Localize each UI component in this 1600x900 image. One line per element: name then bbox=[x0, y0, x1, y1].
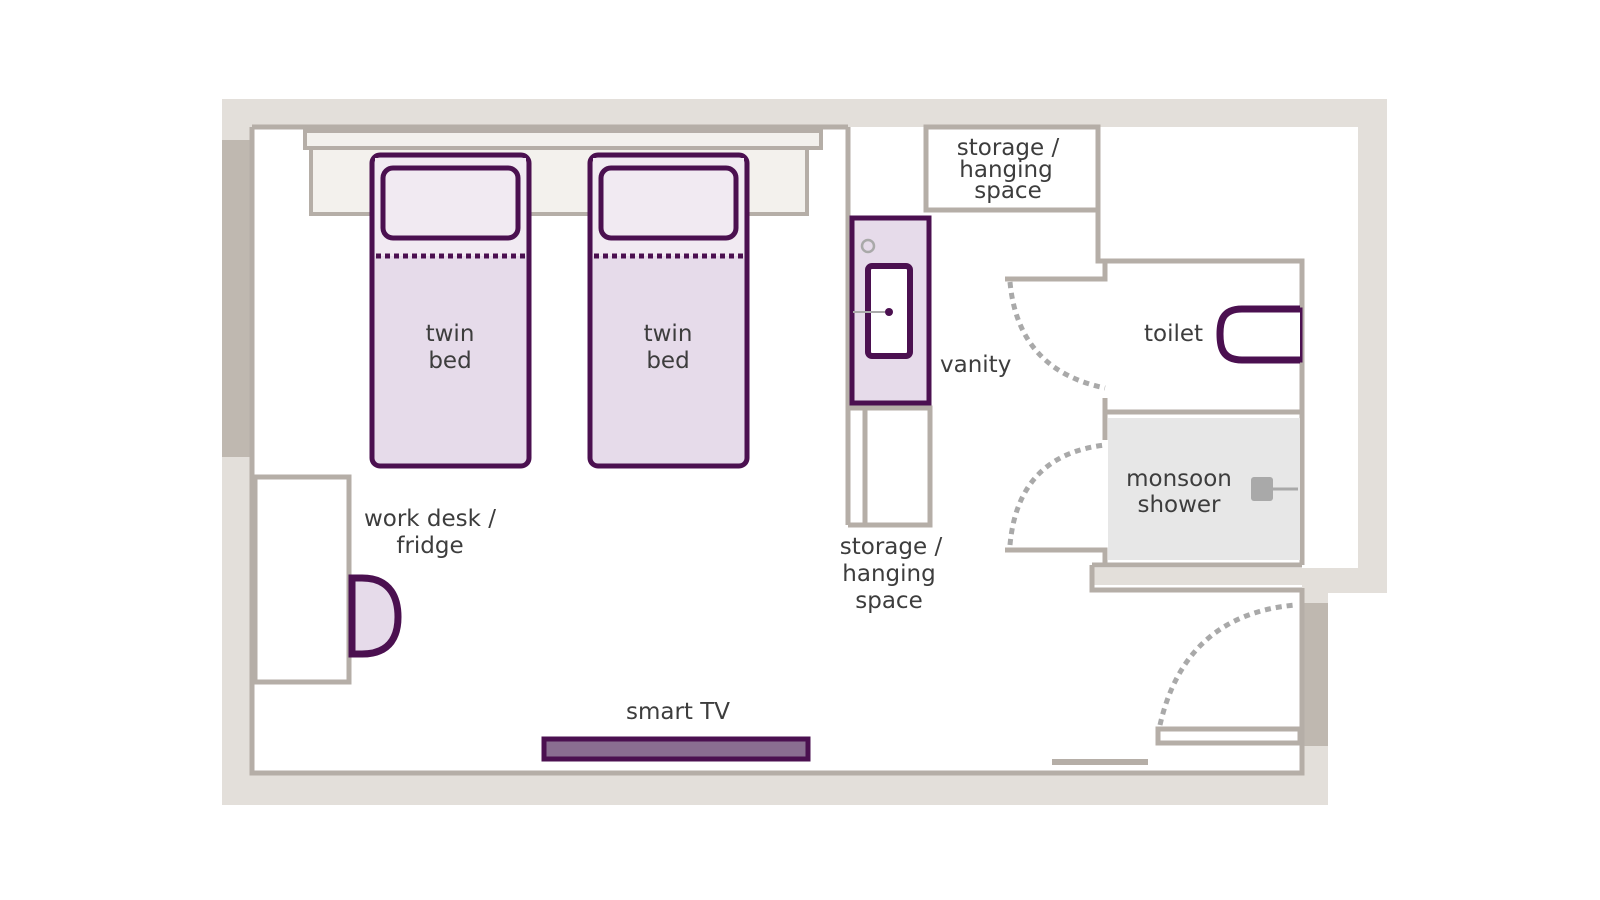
bathroom-door-top-swing bbox=[1007, 281, 1106, 391]
twin-bed-label-2b: bed bbox=[646, 348, 689, 374]
storage-center-label-3: space bbox=[855, 588, 922, 614]
vanity-unit bbox=[849, 215, 932, 406]
shower-area bbox=[1108, 418, 1300, 560]
storage-top-label-2: hanging bbox=[959, 157, 1052, 183]
bathroom-lower-wall bbox=[1089, 562, 1302, 593]
window-left bbox=[222, 140, 252, 457]
bed-2-pillow bbox=[598, 165, 739, 241]
desk-surface bbox=[252, 474, 352, 685]
bathroom-door-bottom-swing bbox=[1007, 442, 1106, 546]
desk-chair-icon bbox=[348, 574, 402, 658]
toilet-bowl bbox=[1216, 305, 1300, 364]
twin-bed-label-1b: bed bbox=[428, 348, 471, 374]
entry-door-swing bbox=[1157, 602, 1296, 726]
window-right bbox=[1302, 603, 1328, 746]
storage-center-label-1: storage / bbox=[840, 534, 943, 560]
storage-center-label-2: hanging bbox=[842, 561, 935, 587]
outer-walls bbox=[222, 99, 1387, 805]
toilet-label: toilet bbox=[1144, 321, 1203, 347]
wardrobe-center-outline bbox=[848, 405, 933, 528]
desk-label-line-2: fridge bbox=[396, 533, 463, 559]
storage-top-label-1: storage / bbox=[957, 135, 1060, 161]
bathroom-door-jamb-bottom bbox=[1005, 547, 1108, 563]
twin-bed-icon bbox=[587, 152, 750, 469]
shower-head-icon bbox=[1251, 477, 1273, 501]
tv-icon bbox=[541, 736, 811, 762]
vanity-label: vanity bbox=[940, 352, 1011, 378]
twin-bed-label-2a: twin bbox=[644, 321, 693, 347]
twin-bed-label-1a: twin bbox=[426, 321, 475, 347]
headboard-rail bbox=[303, 129, 823, 150]
sink-drain-icon bbox=[885, 308, 893, 316]
inner-walls bbox=[249, 124, 1305, 776]
entry-threshold bbox=[1052, 759, 1148, 765]
bathroom-door-jamb-top bbox=[1005, 263, 1108, 282]
tv-label: smart TV bbox=[626, 699, 730, 725]
desk-label-line-1: work desk / bbox=[364, 506, 496, 532]
entry-door-sill bbox=[1155, 726, 1303, 746]
room-labels: twin bed twin bed work desk / fridge sma… bbox=[364, 135, 1232, 725]
main-wall-outline bbox=[249, 124, 1305, 776]
tap-icon bbox=[860, 238, 876, 254]
storage-top-label-3: space bbox=[974, 178, 1041, 204]
toilet-icon bbox=[1216, 305, 1303, 364]
shower-label-line-2: shower bbox=[1137, 492, 1221, 518]
door-swing-icon bbox=[1007, 281, 1296, 726]
shower-label-line-1: monsoon bbox=[1126, 466, 1232, 492]
bed-1-pillow bbox=[380, 165, 521, 241]
work-desk bbox=[252, 474, 402, 685]
twin-bed-icon bbox=[369, 152, 532, 469]
